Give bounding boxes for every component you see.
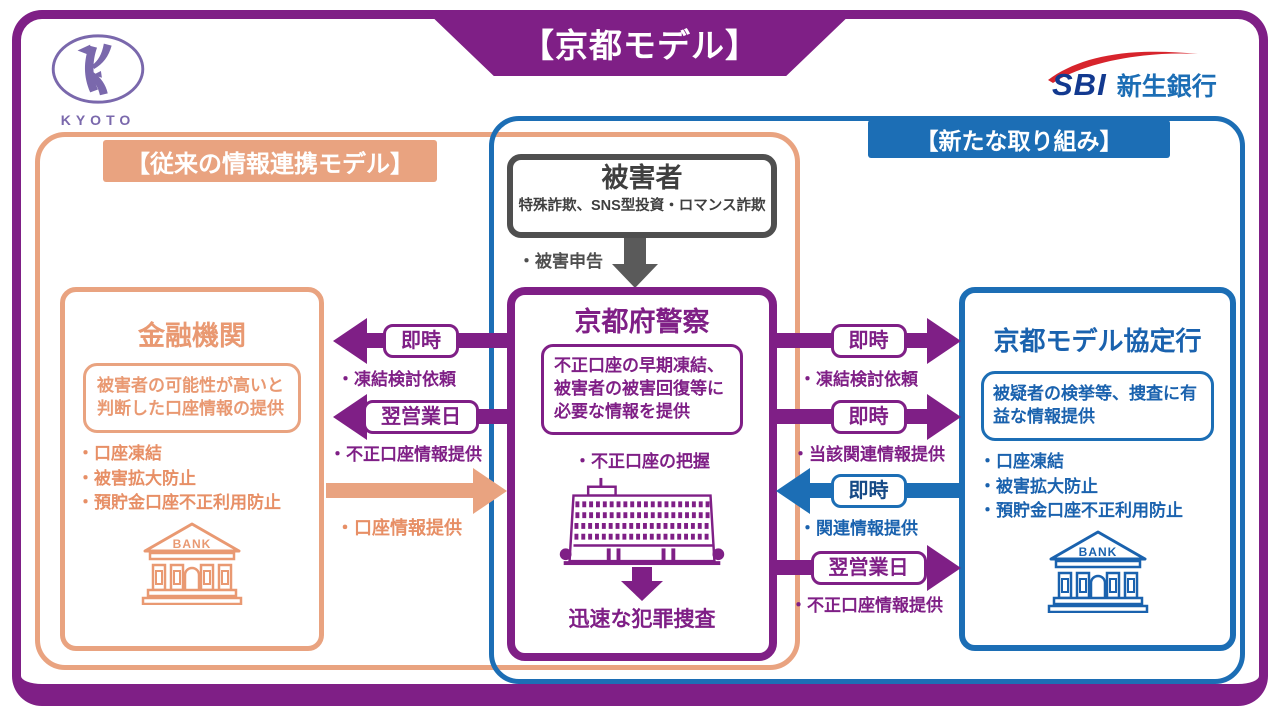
police-to-partner-arrow-nextday: 翌営業日 bbox=[776, 545, 961, 591]
timing-badge: 即時 bbox=[830, 474, 907, 508]
timing-badge: 即時 bbox=[830, 324, 907, 358]
partner-info-box: 被疑者の検挙等、捜査に有益な情報提供 bbox=[981, 371, 1214, 441]
partner-bullet: ・口座凍結 bbox=[979, 451, 1064, 471]
financial-institutions-box: 金融機関 被害者の可能性が高いと判断した口座情報の提供 ・口座凍結 ・被害拡大防… bbox=[60, 287, 324, 651]
timing-badge: 翌営業日 bbox=[363, 400, 479, 434]
title-banner: 【京都モデル】 bbox=[425, 10, 855, 76]
new-initiative-group-border bbox=[489, 116, 1245, 684]
arrow-label: ・不正口座情報提供 bbox=[329, 445, 482, 464]
sbi-swoosh-icon bbox=[1048, 51, 1198, 83]
financial-bullet: ・口座凍結 bbox=[77, 443, 162, 463]
arrow-head bbox=[333, 394, 367, 440]
kyoto-logo-text: KYOTO bbox=[60, 112, 136, 128]
sbi-logo-text: SBI bbox=[1052, 67, 1107, 102]
victim-title: 被害者 bbox=[601, 163, 683, 193]
financial-bullets: ・口座凍結 ・被害拡大防止 ・預貯金口座不正利用防止 bbox=[77, 442, 281, 516]
arrow-label: ・当該関連情報提供 bbox=[792, 445, 945, 464]
bank-label: BANK bbox=[1078, 545, 1117, 559]
arrow-head bbox=[927, 545, 961, 591]
partner-bullets: ・口座凍結 ・被害拡大防止 ・預貯金口座不正利用防止 bbox=[979, 450, 1183, 524]
police-box: 京都府警察 不正口座の早期凍結、被害者の被害回復等に必要な情報を提供 ・不正口座… bbox=[507, 287, 777, 661]
bank-label: BANK bbox=[173, 537, 212, 551]
partner-banks-box: 京都モデル協定行 被疑者の検挙等、捜査に有益な情報提供 ・口座凍結 ・被害拡大防… bbox=[959, 287, 1236, 651]
arrow-label: ・凍結検討依頼 bbox=[799, 370, 918, 389]
police-building-icon bbox=[559, 477, 725, 565]
police-to-financial-arrow-nextday: 翌営業日 bbox=[333, 394, 509, 440]
arrow-head bbox=[927, 318, 961, 364]
timing-badge: 即時 bbox=[383, 324, 459, 358]
sbi-shinsei-bank-logo: SBI 新生銀行 bbox=[1048, 51, 1217, 103]
financial-bullet: ・被害拡大防止 bbox=[77, 468, 196, 488]
victim-box: 被害者 特殊詐欺、SNS型投資・ロマンス詐欺 bbox=[507, 154, 777, 238]
partner-title: 京都モデル協定行 bbox=[993, 326, 1202, 356]
partner-bullet: ・預貯金口座不正利用防止 bbox=[979, 501, 1183, 521]
police-note: ・不正口座の把握 bbox=[574, 451, 710, 471]
arrow-head bbox=[473, 468, 507, 514]
kyoto-prefecture-logo: KYOTO bbox=[46, 32, 150, 128]
arrow-head bbox=[776, 468, 810, 514]
bank-icon: BANK bbox=[1047, 530, 1148, 613]
new-initiative-label: 【新たな取り組み】 bbox=[868, 120, 1170, 158]
financial-bullet: ・預貯金口座不正利用防止 bbox=[77, 493, 281, 513]
arrow-shaft bbox=[632, 566, 652, 581]
timing-badge: 翌営業日 bbox=[810, 551, 927, 585]
shinsei-bank-text: 新生銀行 bbox=[1116, 73, 1217, 101]
arrow-head bbox=[612, 264, 658, 288]
financial-to-police-arrow bbox=[326, 468, 507, 514]
financial-title: 金融機関 bbox=[138, 321, 246, 351]
police-to-partner-arrow-immediate2: 即時 bbox=[776, 394, 961, 440]
police-title: 京都府警察 bbox=[574, 307, 710, 337]
police-info-box: 不正口座の早期凍結、被害者の被害回復等に必要な情報を提供 bbox=[541, 344, 743, 435]
arrow-head bbox=[927, 394, 961, 440]
arrow-label: ・不正口座情報提供 bbox=[790, 596, 943, 615]
bank-icon: BANK bbox=[141, 522, 243, 605]
page-title: 【京都モデル】 bbox=[521, 27, 759, 64]
arrow-label: ・口座情報提供 bbox=[336, 518, 462, 538]
arrow-head bbox=[333, 318, 367, 364]
victim-to-police-arrow bbox=[612, 238, 658, 288]
financial-info-box: 被害者の可能性が高いと判断した口座情報の提供 bbox=[83, 363, 301, 433]
arrow-bar bbox=[326, 483, 479, 498]
partner-to-police-arrow-immediate: 即時 bbox=[776, 468, 961, 514]
arrow-head bbox=[621, 580, 663, 601]
arrow-label: ・関連情報提供 bbox=[799, 519, 918, 538]
police-to-financial-arrow-immediate: 即時 bbox=[333, 318, 509, 364]
kyoto-bird-icon bbox=[51, 34, 145, 104]
arrow-label: ・凍結検討依頼 bbox=[337, 370, 456, 389]
damage-report-label: ・被害申告 bbox=[518, 252, 603, 271]
partner-bullet: ・被害拡大防止 bbox=[979, 476, 1098, 496]
police-outcome-label: 迅速な犯罪捜査 bbox=[568, 607, 716, 631]
victim-subtitle: 特殊詐欺、SNS型投資・ロマンス詐欺 bbox=[518, 198, 766, 215]
legacy-model-group-border bbox=[35, 132, 800, 670]
police-to-partner-arrow-immediate1: 即時 bbox=[776, 318, 961, 364]
arrow-shaft bbox=[624, 238, 646, 264]
legacy-model-label: 【従来の情報連携モデル】 bbox=[103, 140, 437, 182]
timing-badge: 即時 bbox=[830, 400, 907, 434]
police-outcome-arrow bbox=[621, 566, 663, 601]
